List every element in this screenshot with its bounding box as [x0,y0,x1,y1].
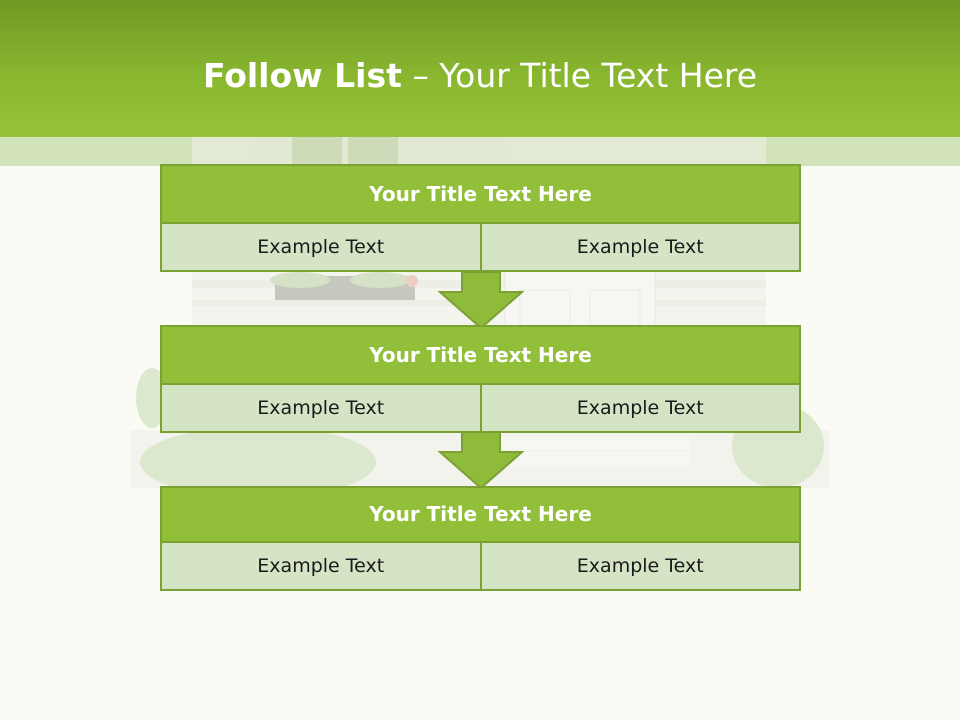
step-box-1: Your Title Text Here Example Text Exampl… [160,164,801,272]
step-title: Your Title Text Here [162,327,799,385]
step-cell-left: Example Text [162,224,480,270]
step-title: Your Title Text Here [162,488,799,543]
step-box-2: Your Title Text Here Example Text Exampl… [160,325,801,433]
step-box-3: Your Title Text Here Example Text Exampl… [160,486,801,591]
step-cell-left: Example Text [162,543,480,589]
down-arrow-icon [438,431,524,489]
header-band [0,0,960,137]
step-title: Your Title Text Here [162,166,799,224]
step-row: Example Text Example Text [162,385,799,431]
slide-title-rest: – Your Title Text Here [401,56,758,95]
step-row: Example Text Example Text [162,543,799,589]
step-cell-right: Example Text [479,385,799,431]
down-arrow-icon [438,271,524,329]
slide-title-bold: Follow List [202,56,402,95]
step-cell-right: Example Text [479,224,799,270]
step-cell-right: Example Text [479,543,799,589]
slide-title: Follow List – Your Title Text Here [0,55,960,97]
header-strip [0,137,960,166]
step-row: Example Text Example Text [162,224,799,270]
step-cell-left: Example Text [162,385,480,431]
